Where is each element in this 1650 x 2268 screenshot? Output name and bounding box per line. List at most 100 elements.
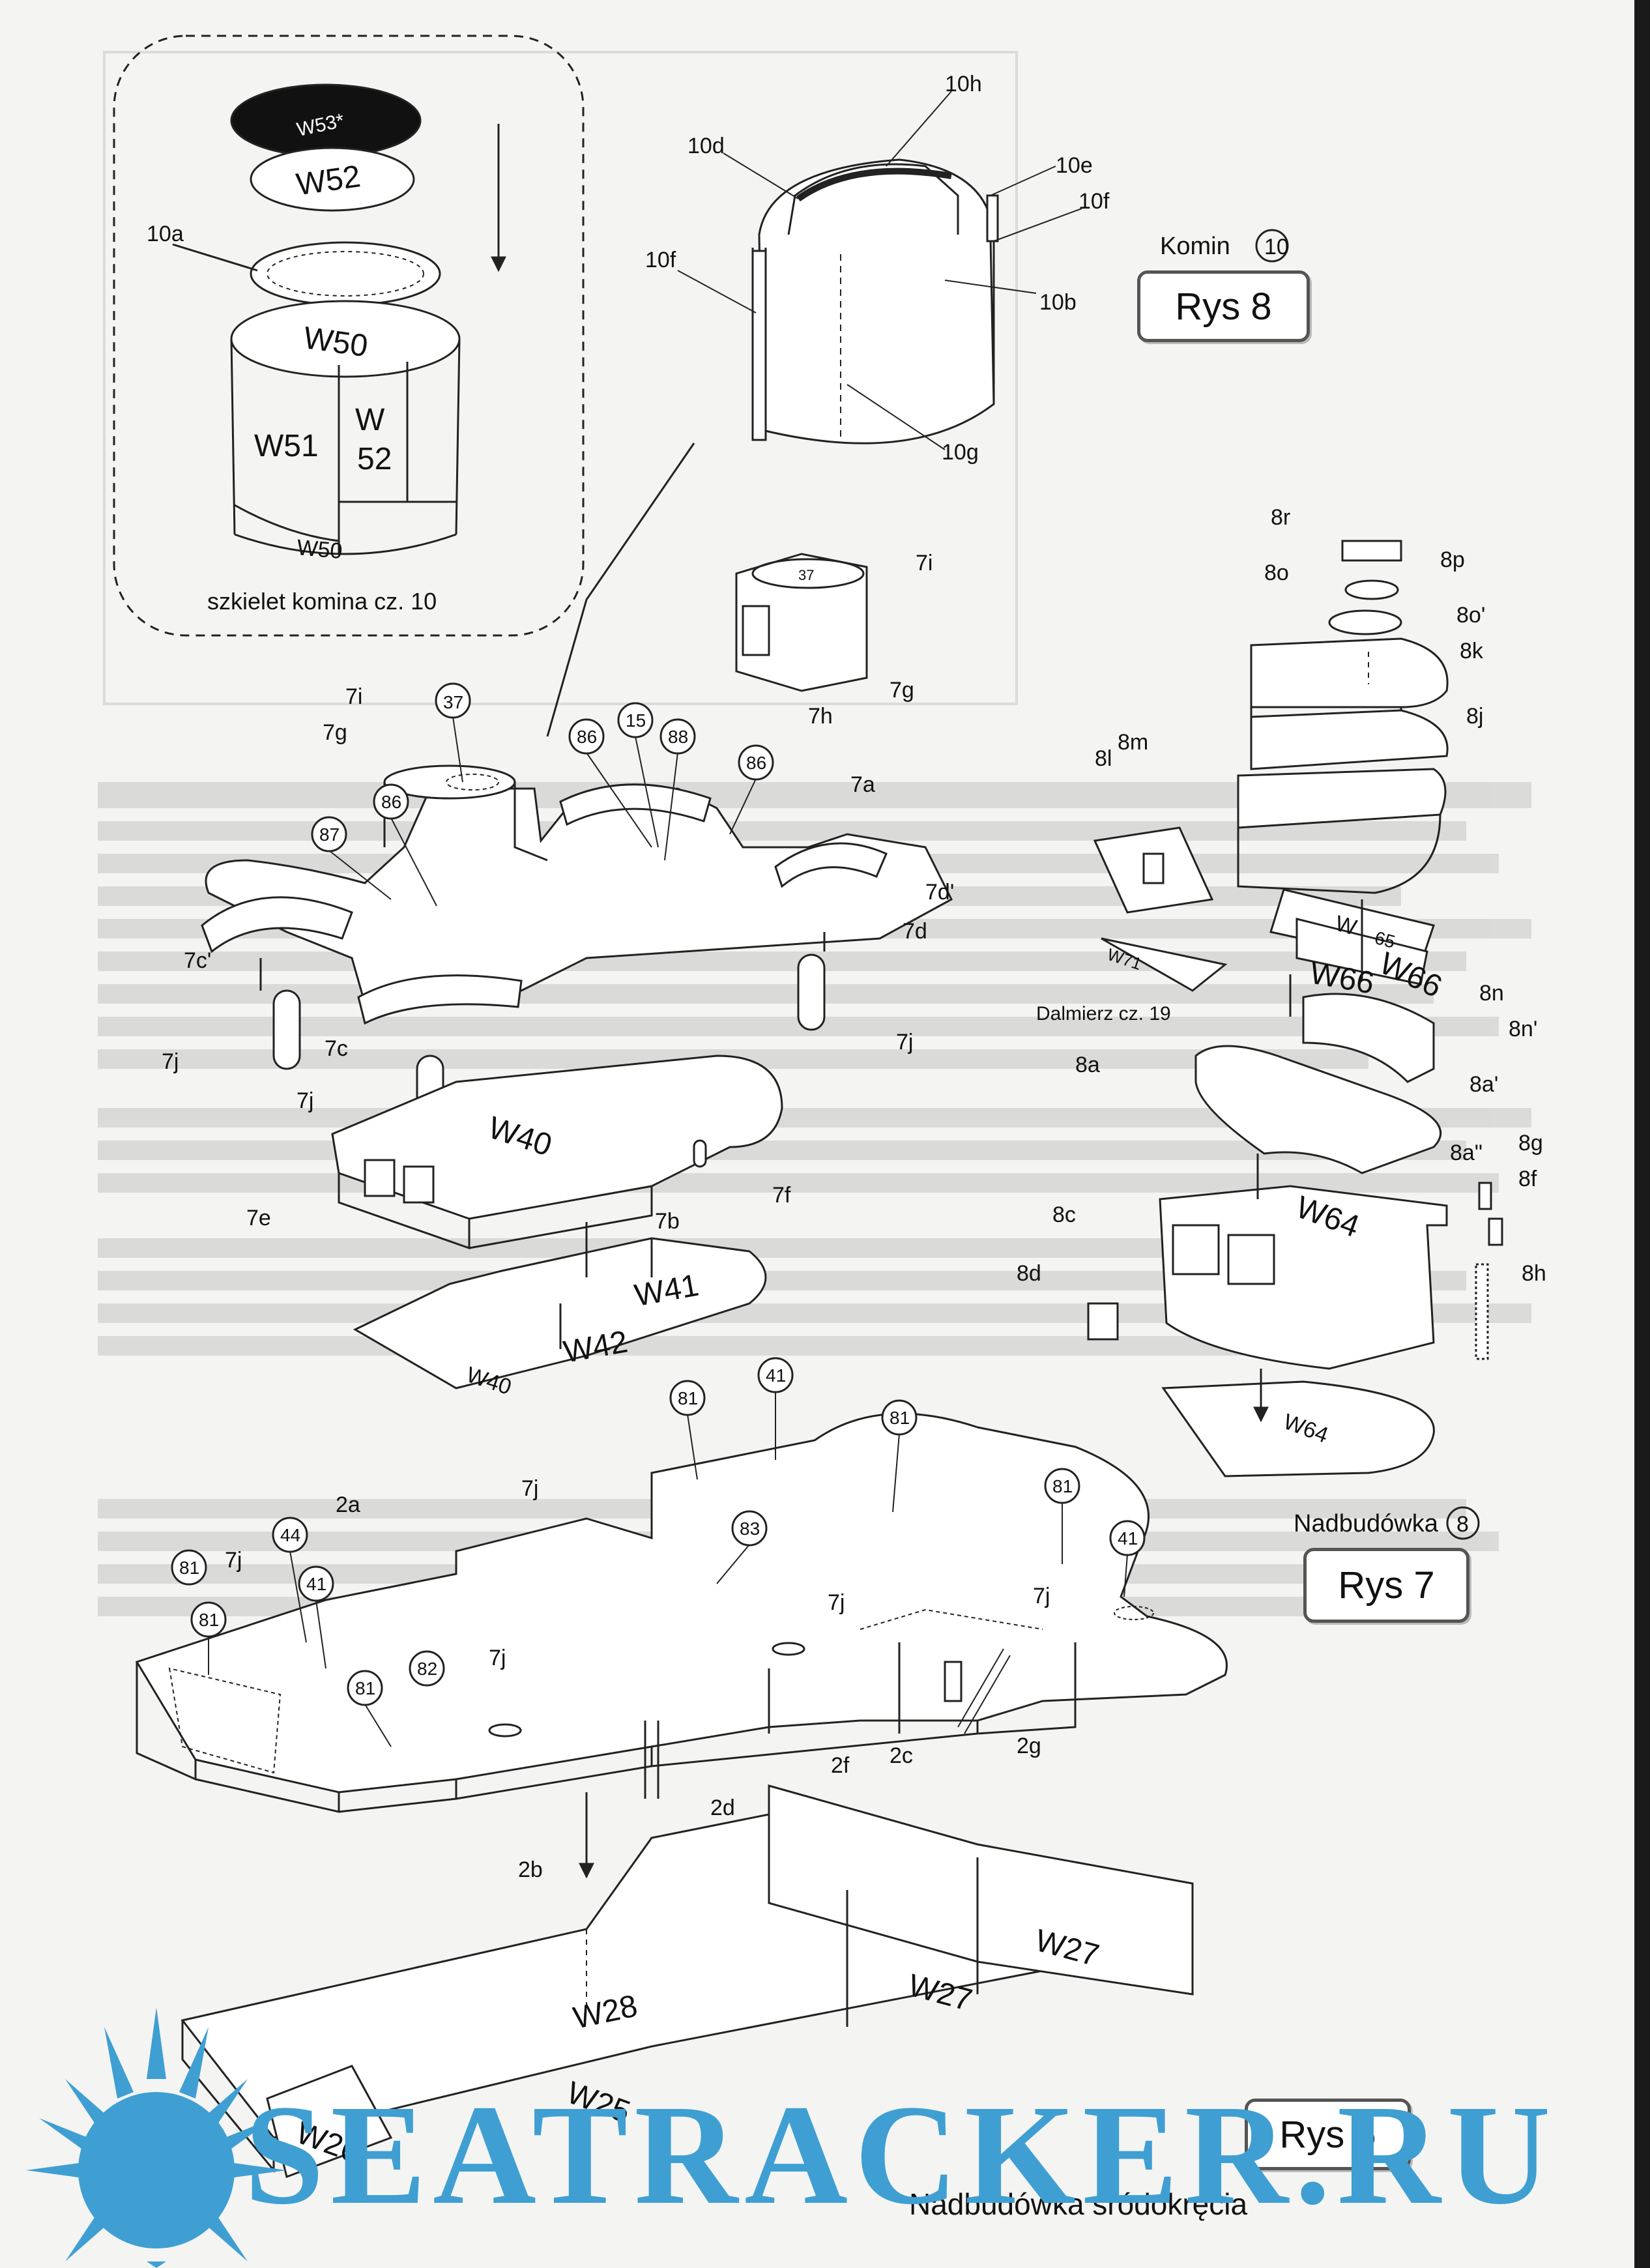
callout-number: 86 xyxy=(746,753,766,773)
funnel-label: 10h xyxy=(945,72,982,96)
label-7: 7d' xyxy=(925,880,954,905)
skeleton-part-labels: W53* W52 W50 W51 W 52 W50 10a szkielet k… xyxy=(147,109,437,615)
label-8: 8h xyxy=(1522,1261,1546,1286)
midship-title: Nadbudówka śródokręcia xyxy=(909,2187,1248,2221)
callout-number: 15 xyxy=(626,710,646,731)
label-7: 7i xyxy=(345,684,362,709)
label-8: 8c xyxy=(1052,1202,1076,1227)
label-2: 2b xyxy=(518,1857,543,1882)
callout-number: 81 xyxy=(179,1558,199,1578)
label-7: 7i xyxy=(916,551,933,575)
label-7: 7a xyxy=(850,772,875,797)
funnel-number: 10 xyxy=(1264,235,1289,259)
callout-number: 87 xyxy=(319,824,340,845)
funnel-label: 10f xyxy=(1078,189,1110,214)
skeleton-part-label: W51 xyxy=(254,429,319,463)
rys-8-label: Rys 8 xyxy=(1175,285,1272,328)
label-8: 8a" xyxy=(1450,1141,1483,1165)
funnel-label: 10b xyxy=(1039,290,1077,315)
label-8: 8j xyxy=(1466,704,1483,729)
rys-8-badge: Rys 8 xyxy=(1137,270,1310,342)
callout-number: 41 xyxy=(306,1574,326,1594)
label-2: 7j xyxy=(225,1548,242,1573)
label-2: 7j xyxy=(489,1646,506,1670)
label-8: 8g xyxy=(1518,1131,1543,1156)
label-8: 8d xyxy=(1017,1261,1041,1286)
superstructure-8-title: Nadbudówka xyxy=(1294,1510,1439,1537)
deck-2-labels: 2a 7j 7j 7j 7j 7j 2b 2d 2f 2c 2g 81 41 8… xyxy=(179,1365,1138,1882)
label-10a: 10a xyxy=(147,222,184,246)
label-8: 8o' xyxy=(1456,603,1485,628)
callout-number: 41 xyxy=(766,1365,786,1386)
label-8: 8m xyxy=(1118,730,1148,755)
label-7: 7d xyxy=(903,919,927,944)
funnel-skeleton-group xyxy=(113,35,585,637)
callout-number: 88 xyxy=(668,727,688,747)
funnel-title: Komin xyxy=(1160,233,1230,260)
rangefinder-label: Dalmierz cz. 19 xyxy=(1036,1003,1171,1025)
label-8: 8l xyxy=(1095,746,1112,771)
funnel-label: 10d xyxy=(688,134,725,158)
callout-number: 37 xyxy=(443,692,463,712)
label-7: 7c xyxy=(325,1036,348,1061)
funnel-labels: 10h 10d 10e 10f 10f 10b 10g Komin 10 xyxy=(645,72,1289,465)
rys-7-label: Rys 7 xyxy=(1338,1564,1435,1606)
superstructure-8-number-circle xyxy=(1446,1506,1480,1540)
label-8: 8n xyxy=(1479,981,1504,1006)
deck-2-callouts xyxy=(171,1357,1146,1747)
label-7: 7g xyxy=(890,678,914,703)
skeleton-part-label: W50 xyxy=(296,535,343,564)
part-w52-ellipse xyxy=(250,147,415,212)
callout-number: 44 xyxy=(280,1525,300,1545)
funnel-label: 10g xyxy=(942,440,979,465)
callout-number: 81 xyxy=(678,1388,698,1408)
superstructure-7-labels: 7i 7g 7h 7i 7g 7a 7d' 7d 7c' 7c 7j 7j 7j… xyxy=(162,551,954,1400)
label-7: 7j xyxy=(896,1030,913,1054)
rys-6-label: Rys 6 xyxy=(1279,2113,1376,2156)
skeleton-part-label: 52 xyxy=(357,442,392,476)
label-7: 7j xyxy=(162,1049,179,1074)
label-2: 7j xyxy=(828,1590,845,1615)
label-2: 2c xyxy=(890,1743,913,1768)
callout-number: 82 xyxy=(417,1659,437,1679)
label-2: 2d xyxy=(710,1796,735,1820)
label-8: 8f xyxy=(1518,1167,1537,1191)
label-2: 2a xyxy=(336,1492,360,1517)
label-8: 8a xyxy=(1075,1053,1100,1077)
funnel-number-circle xyxy=(1255,229,1289,263)
label-8: 8o xyxy=(1264,560,1289,585)
label-7: 7e xyxy=(246,1206,271,1230)
label-8: 8r xyxy=(1271,505,1290,530)
label-7: 7f xyxy=(772,1183,791,1208)
label-8: 8p xyxy=(1440,547,1465,572)
label-7: 7g xyxy=(323,720,347,745)
scan-edge xyxy=(1634,0,1650,2268)
label-8: 8k xyxy=(1460,639,1484,663)
callout-number: 86 xyxy=(381,792,401,812)
midship-group xyxy=(181,1784,1194,2178)
callout-number: 81 xyxy=(355,1678,375,1698)
superstructure-7-callouts xyxy=(311,682,774,907)
superstructure-8-number: 8 xyxy=(1456,1512,1469,1537)
deck-2-group xyxy=(135,1412,1228,1879)
funnel-label: 10e xyxy=(1056,153,1093,178)
rys-7-badge: Rys 7 xyxy=(1303,1548,1469,1623)
label-8: 8n' xyxy=(1509,1017,1537,1041)
label-7: 7b xyxy=(655,1209,680,1234)
callout-number: 37 xyxy=(798,567,814,583)
callout-number: 86 xyxy=(577,727,597,747)
funnel-group xyxy=(546,91,1082,737)
label-2: 7j xyxy=(521,1476,538,1501)
rys-6-badge: Rys 6 xyxy=(1245,2099,1411,2170)
funnel-label: 10f xyxy=(645,248,676,272)
callout-number: 41 xyxy=(1118,1528,1138,1548)
label-2: 7j xyxy=(1033,1584,1050,1608)
callout-number: 81 xyxy=(890,1408,910,1428)
part-10a-ellipse xyxy=(250,241,441,306)
skeleton-caption: szkielet komina cz. 10 xyxy=(207,588,437,615)
callout-number: 81 xyxy=(1052,1476,1073,1496)
sun-logo-icon xyxy=(26,2007,287,2268)
label-7: 7c' xyxy=(184,948,211,973)
